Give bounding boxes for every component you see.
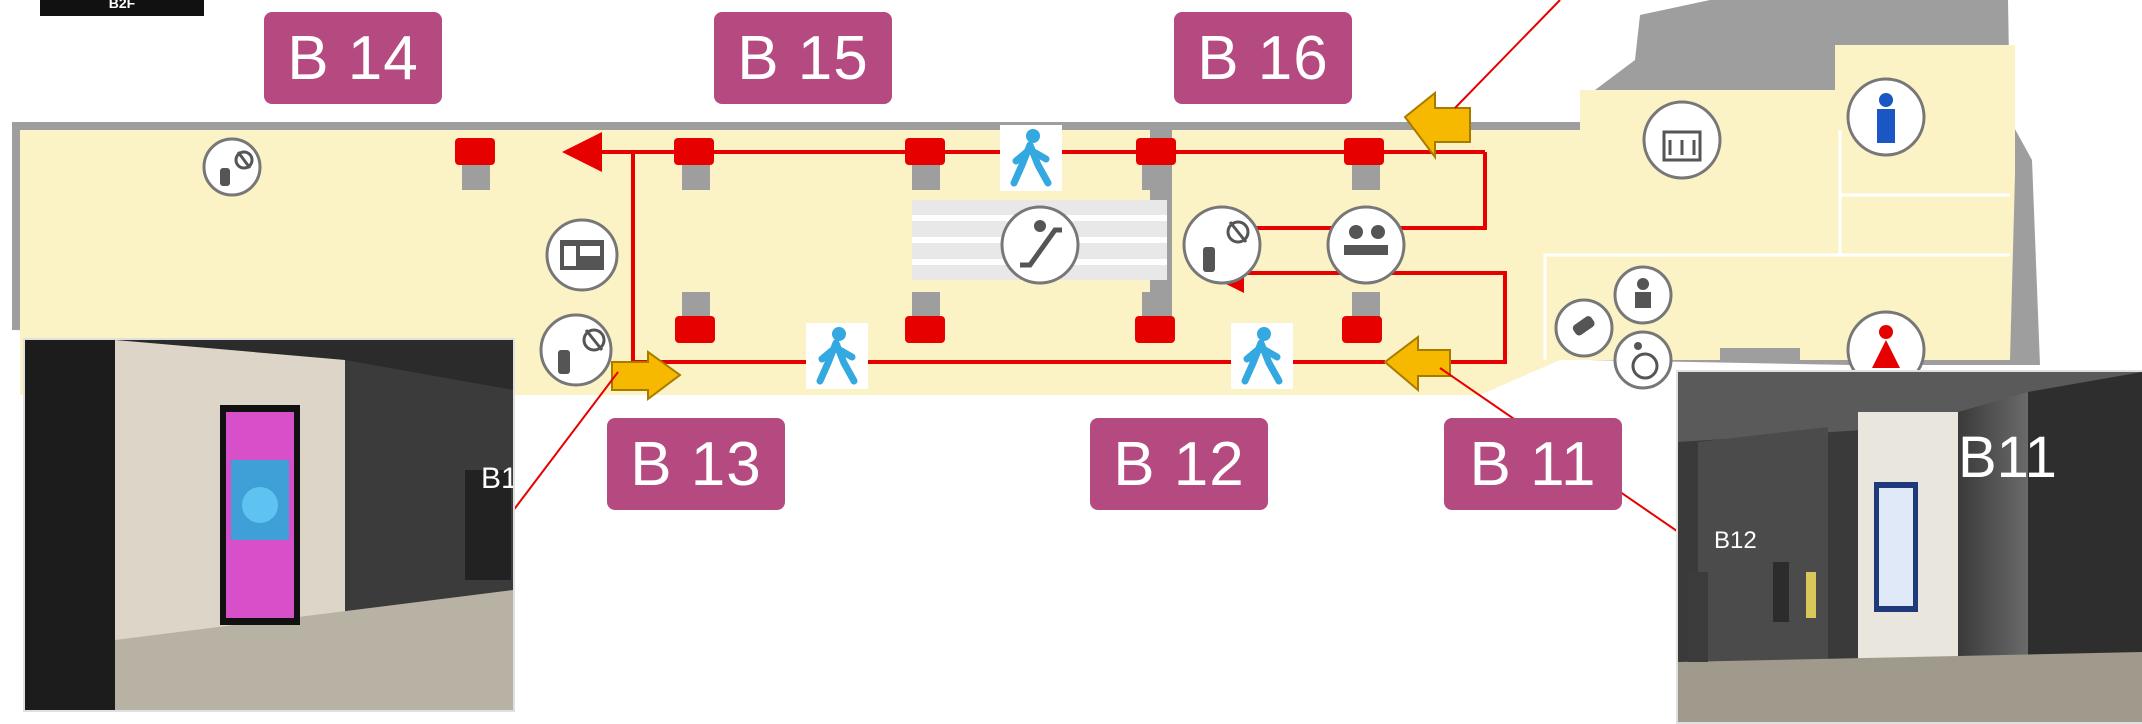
womens-restroom-icon — [1846, 310, 1926, 390]
photo-right-subsign: B12 — [1714, 527, 1757, 554]
no-smoking-icon — [1182, 205, 1262, 285]
photo-left-sign: B12 — [481, 462, 513, 495]
gate-b14: B 14 — [264, 12, 442, 104]
photo-b11-corridor: B11 B12 — [1676, 370, 2142, 724]
waiting-area-icon — [1326, 205, 1406, 285]
gate-b15: B 15 — [714, 12, 892, 104]
no-smoking-icon — [539, 313, 613, 387]
no-smoking-icon — [202, 137, 262, 197]
escalator-icon — [1000, 205, 1080, 285]
kiosk-icon — [545, 218, 619, 292]
photo-right-sign: B11 — [1958, 425, 2057, 490]
mens-restroom-icon — [1846, 77, 1926, 157]
entrance-arrows — [611, 90, 1471, 401]
facility-icons — [202, 77, 1926, 390]
gate-b11: B 11 — [1444, 418, 1622, 510]
gate-b13: B 13 — [607, 418, 785, 510]
photo-b13-corridor: B12 — [23, 338, 515, 712]
wheelchair-icon — [1613, 330, 1673, 390]
baby-bottle-icon — [1554, 298, 1614, 358]
gate-b16: B 16 — [1174, 12, 1352, 104]
floor-badge: B2F — [40, 0, 204, 16]
walker-icons — [806, 125, 1293, 389]
nursing-room-icon — [1613, 265, 1673, 325]
gate-b12: B 12 — [1090, 418, 1268, 510]
elevator-icon — [1642, 100, 1722, 180]
camera-markers — [455, 138, 1384, 343]
